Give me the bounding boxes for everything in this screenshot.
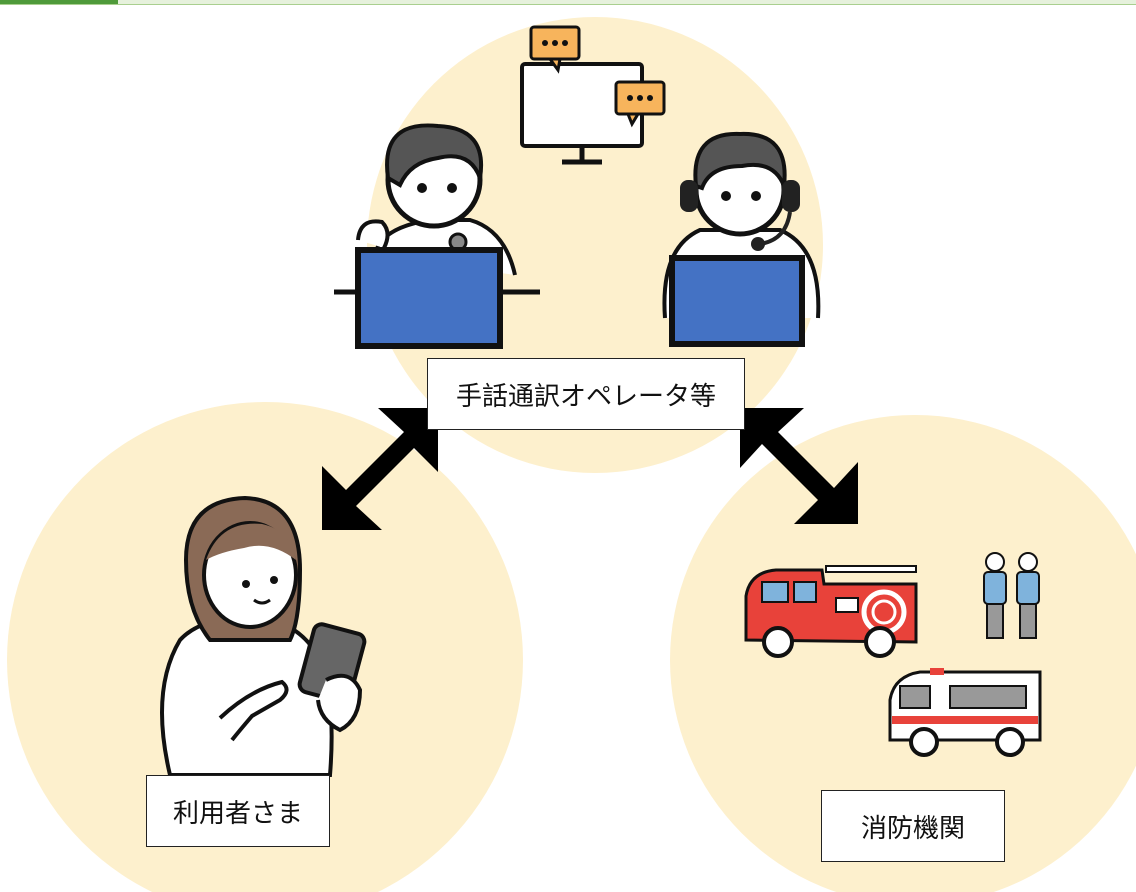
sign-language-operator-icon: [334, 123, 540, 349]
ambulance-icon: [888, 668, 1042, 757]
woman-with-smartphone-icon: [160, 495, 367, 777]
user-label: 利用者さま: [146, 775, 330, 847]
top-accent-tab: [0, 0, 118, 4]
firefighters-icon: [983, 552, 1040, 639]
arrow-user-operator-icon: [322, 408, 438, 530]
fire-circle: [670, 415, 1136, 892]
arrow-operator-fire-icon: [740, 408, 858, 524]
fire-truck-icon: [744, 565, 918, 658]
operator-label: 手話通訳オペレータ等: [427, 358, 745, 430]
top-accent-bar: [0, 0, 1136, 5]
headset-operator-icon: [662, 131, 821, 347]
monitor-chat-icon: [520, 25, 666, 165]
fire-department-label: 消防機関: [821, 790, 1005, 862]
